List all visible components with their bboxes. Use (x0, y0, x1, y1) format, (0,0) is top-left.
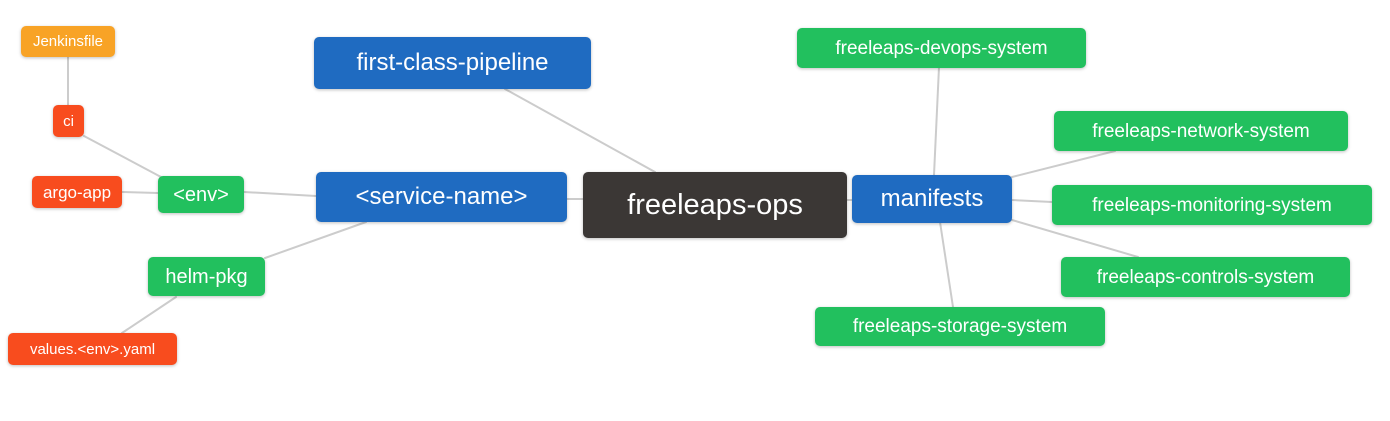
node-controls-system[interactable]: freeleaps-controls-system (1061, 257, 1350, 297)
edge-first-class-pipeline--freeleaps-ops (504, 88, 656, 173)
edge-ci--env (83, 135, 162, 178)
node-network-system[interactable]: freeleaps-network-system (1054, 111, 1348, 151)
node-jenkinsfile[interactable]: Jenkinsfile (21, 26, 115, 57)
node-label: freeleaps-ops (627, 188, 803, 221)
node-monitoring-system[interactable]: freeleaps-monitoring-system (1052, 185, 1372, 225)
edge-manifests--network-system (1011, 150, 1116, 178)
edge-manifests--controls-system (1011, 219, 1139, 258)
node-label: argo-app (42, 182, 112, 202)
node-helm-pkg[interactable]: helm-pkg (148, 257, 265, 296)
node-label: <env> (173, 183, 229, 206)
edge-helm-pkg--service-name (264, 221, 367, 259)
node-service-name[interactable]: <service-name> (316, 172, 567, 222)
node-label: helm-pkg (165, 265, 248, 288)
node-label: <service-name> (355, 183, 528, 210)
node-manifests[interactable]: manifests (852, 175, 1012, 223)
node-label: values.<env>.yaml (29, 340, 156, 358)
node-label: ci (63, 112, 74, 130)
node-storage-system[interactable]: freeleaps-storage-system (815, 307, 1105, 346)
node-label: freeleaps-controls-system (1096, 266, 1315, 288)
edge-argo-app--env (121, 191, 159, 194)
edge-values-env-yaml--helm-pkg (121, 296, 177, 334)
edge-manifests--monitoring-system (1011, 199, 1053, 203)
node-label: freeleaps-monitoring-system (1092, 194, 1332, 216)
node-label: freeleaps-network-system (1092, 120, 1310, 142)
node-label: first-class-pipeline (356, 49, 549, 76)
node-ci[interactable]: ci (53, 105, 84, 137)
edge-manifests--storage-system (939, 221, 954, 308)
node-label: manifests (880, 185, 984, 212)
node-argo-app[interactable]: argo-app (32, 176, 122, 208)
node-env[interactable]: <env> (158, 176, 244, 213)
node-values-env-yaml[interactable]: values.<env>.yaml (8, 333, 177, 365)
node-devops-system[interactable]: freeleaps-devops-system (797, 28, 1086, 68)
node-label: freeleaps-devops-system (835, 37, 1048, 59)
edge-env--service-name (243, 191, 317, 197)
node-first-class-pipeline[interactable]: first-class-pipeline (314, 37, 591, 89)
node-freeleaps-ops[interactable]: freeleaps-ops (583, 172, 847, 238)
node-label: freeleaps-storage-system (852, 316, 1068, 337)
edge-manifests--devops-system (933, 66, 940, 176)
node-label: Jenkinsfile (32, 33, 104, 50)
